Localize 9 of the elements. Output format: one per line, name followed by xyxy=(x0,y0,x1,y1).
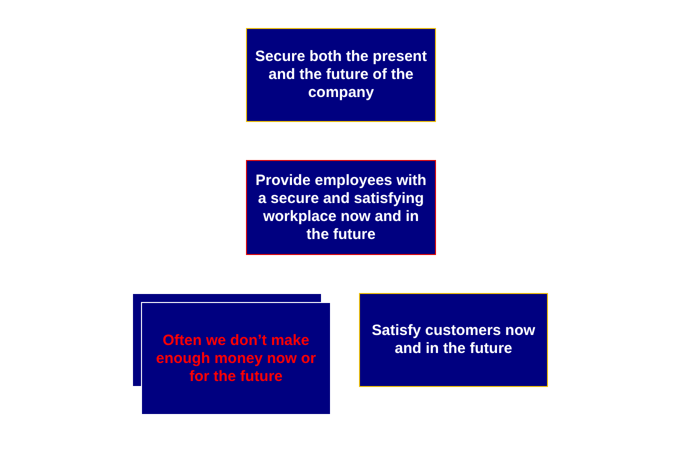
stacked-card-edge xyxy=(133,294,321,386)
text-box xyxy=(246,28,436,122)
box-text: Secure both the present and the future of the company xyxy=(255,48,427,102)
box-text: Satisfy customers now and in the future xyxy=(370,322,536,358)
box-text: Provide employees with a secure and satisfying workplace now and in the future xyxy=(255,172,427,244)
text-box xyxy=(359,293,548,387)
text-box xyxy=(246,160,436,255)
text-box xyxy=(141,302,331,415)
box-text: Often we don’t make enough money now or for the future xyxy=(156,332,316,386)
